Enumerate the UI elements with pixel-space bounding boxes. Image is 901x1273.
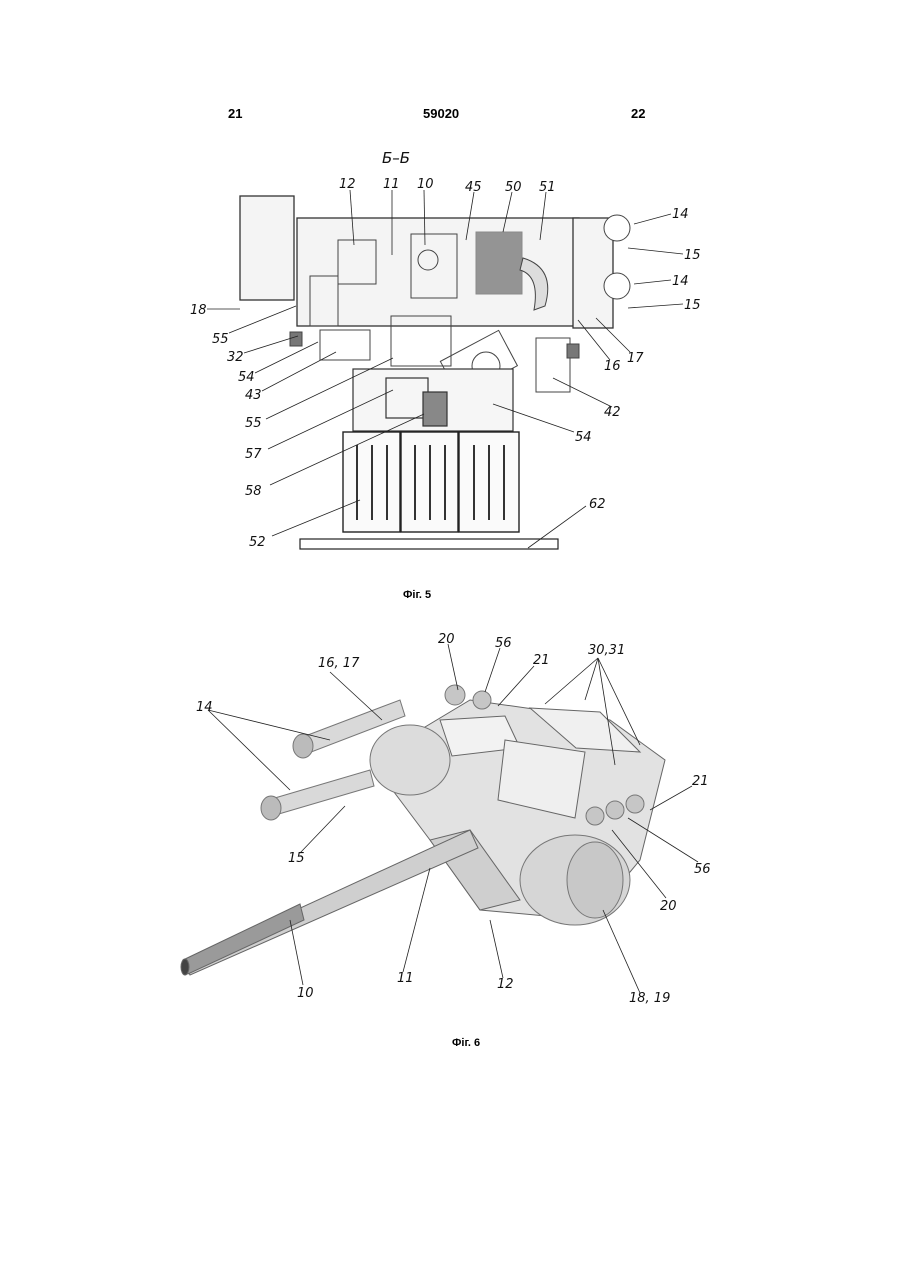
callout-56: 56 (495, 636, 512, 651)
callout-20b: 20 (660, 899, 677, 914)
page-number-left: 21 (228, 106, 242, 121)
callout-54b: 54 (575, 430, 592, 445)
callout-56b: 56 (694, 862, 711, 877)
section-label: Б–Б (382, 149, 410, 167)
callout-12: 12 (339, 177, 356, 192)
callout-14: 14 (672, 207, 689, 222)
callout-62: 62 (589, 497, 606, 512)
callout-15b: 15 (684, 298, 701, 313)
callout-10: 10 (417, 177, 434, 192)
callout-55: 55 (212, 332, 229, 347)
callout-21b: 21 (692, 774, 709, 789)
figure-5-caption: Фіг. 5 (403, 589, 431, 601)
page-number-right: 22 (631, 106, 645, 121)
callout-21: 21 (533, 653, 550, 668)
cannon-barrel (181, 830, 478, 975)
callout-12: 12 (497, 977, 514, 992)
control-block (353, 369, 513, 431)
callout-15: 15 (684, 248, 701, 263)
callout-52: 52 (249, 535, 266, 550)
callout-14: 14 (196, 700, 213, 715)
figure-6-drawing: 20 56 21 30,31 16, 17 14 15 21 56 20 10 … (170, 625, 730, 1010)
callout-16: 16 (604, 359, 621, 374)
callout-11: 11 (397, 971, 414, 986)
upper-housing (240, 196, 613, 328)
callout-50: 50 (505, 180, 522, 195)
callout-57: 57 (245, 447, 262, 462)
callout-17: 17 (627, 351, 644, 366)
callout-10: 10 (297, 986, 314, 1001)
callout-30-31: 30,31 (588, 643, 625, 658)
callout-20: 20 (438, 632, 455, 647)
callout-18: 18 (190, 303, 207, 318)
callout-43: 43 (245, 388, 262, 403)
callout-15: 15 (288, 851, 305, 866)
callout-45: 45 (465, 180, 482, 195)
callout-51: 51 (539, 180, 556, 195)
callout-58: 58 (245, 484, 262, 499)
figure-6-caption: Фіг. 6 (452, 1037, 480, 1049)
callout-18-19: 18, 19 (629, 991, 670, 1006)
callout-55b: 55 (245, 416, 262, 431)
callout-32: 32 (227, 350, 244, 365)
callout-16-17: 16, 17 (318, 656, 360, 671)
base-plate (300, 539, 558, 549)
callout-42: 42 (604, 405, 621, 420)
figure-5-drawing: Б–Б (180, 140, 720, 570)
callout-54: 54 (238, 370, 255, 385)
callout-14b: 14 (672, 274, 689, 289)
patent-number: 59020 (423, 106, 459, 121)
callout-11: 11 (383, 177, 400, 192)
